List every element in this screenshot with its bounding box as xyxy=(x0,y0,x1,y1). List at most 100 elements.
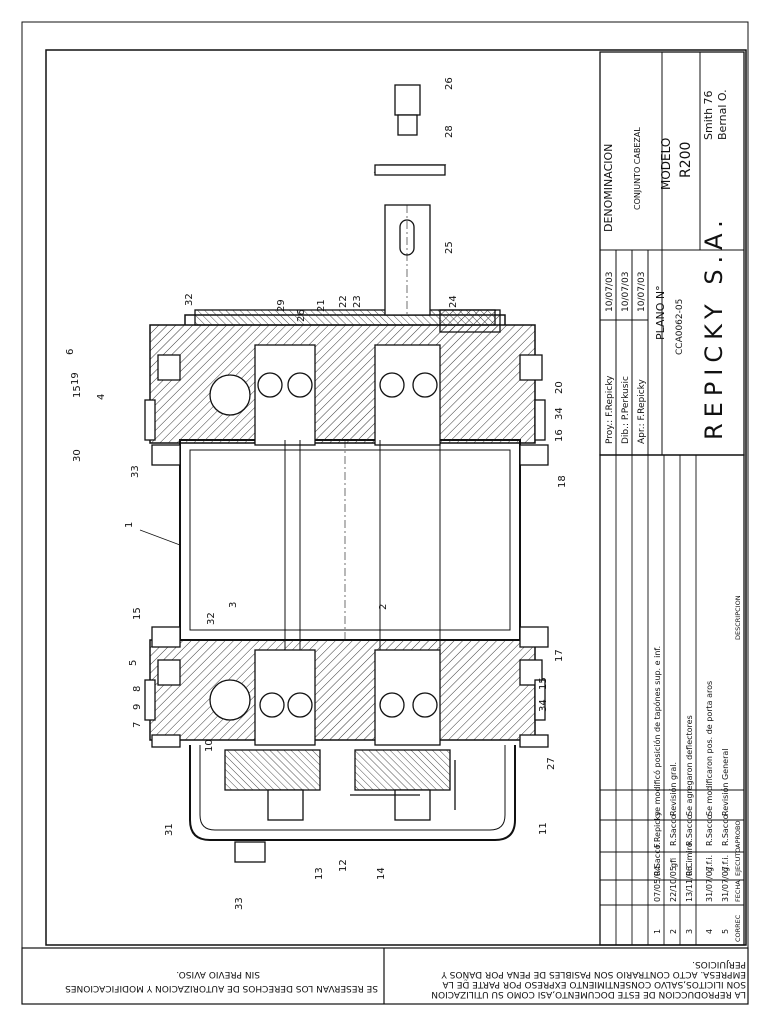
rev-desc: Se modificaron pos. de porta aros xyxy=(705,681,714,816)
callout-34b: 34 xyxy=(538,699,549,712)
rev-mark: 3 xyxy=(685,929,694,934)
rev-desc: Revisión General xyxy=(720,748,730,816)
callout-19: 19 xyxy=(70,372,81,385)
sig-proy-date: 10/07/03 xyxy=(605,272,615,312)
rev-ejecuto: gfi xyxy=(669,858,678,868)
callout-16: 16 xyxy=(554,429,565,442)
callout-7: 7 xyxy=(132,722,143,728)
modelo-label: MODELO xyxy=(659,138,673,190)
modelo-value: R200 xyxy=(678,142,694,178)
callout-14: 14 xyxy=(376,867,387,880)
callout-9: 9 xyxy=(132,704,143,710)
rev-mark: 4 xyxy=(705,929,714,934)
hdr-ejecuto: EJECUTO xyxy=(734,847,742,876)
rev-aprobo: R.Sacco xyxy=(705,814,714,846)
address-line2: Bernal O. xyxy=(716,89,729,140)
rev-desc: Se agregaron deflectores xyxy=(685,715,694,816)
rev-mark: 2 xyxy=(669,929,678,934)
revisions-text: CORREC FECHA EJECUTO APROBO DESCRIPCION … xyxy=(652,595,742,942)
callout-32b: 32 xyxy=(206,612,217,625)
rights-line1: SE RESERVAN LOS DERECHOS DE AUTORIZACION… xyxy=(65,983,378,993)
sig-proy: Proy.: F.Repicky xyxy=(605,375,615,444)
housing-body xyxy=(179,439,521,641)
top-flange xyxy=(149,324,536,444)
callout-30: 30 xyxy=(72,449,83,462)
callout-12: 12 xyxy=(338,859,349,872)
bottom-cover xyxy=(189,745,516,841)
rev-mark: 1 xyxy=(653,929,662,934)
inner-border xyxy=(45,49,747,946)
callout-26a: 26 xyxy=(444,77,455,90)
callout-23: 23 xyxy=(352,295,363,308)
rights-line2: SIN PREVIO AVISO. xyxy=(176,969,260,979)
rev-ejecuto: R.Cimiro xyxy=(685,842,694,876)
revisions-table xyxy=(599,454,745,946)
rev-fecha: 13/11/06 xyxy=(685,866,694,902)
callout-11: 11 xyxy=(538,822,549,835)
callout-32a: 32 xyxy=(184,293,195,306)
sig-apr-date: 10/07/03 xyxy=(637,272,647,312)
bearings-bottom xyxy=(254,649,441,746)
hdr-fecha: FECHA xyxy=(734,880,742,902)
rev-fecha: 31/07/07 xyxy=(721,866,730,902)
hdr-correc: CORREC xyxy=(734,914,742,942)
callout-21: 21 xyxy=(316,299,327,312)
callout-22: 22 xyxy=(338,295,349,308)
sig-apr: Apr.: F.Repicky xyxy=(637,378,647,444)
callout-1: 1 xyxy=(124,522,135,528)
rev-desc: se modificó posición de tapónes sup. e i… xyxy=(652,646,662,816)
gear-left xyxy=(224,749,321,791)
title-block xyxy=(599,51,745,456)
callout-15c: 15 xyxy=(538,677,549,690)
callout-10: 10 xyxy=(204,739,215,752)
callout-29: 29 xyxy=(276,299,287,312)
reproduction-line4: PERJUICIOS. xyxy=(692,959,746,969)
callout-15b: 15 xyxy=(72,385,83,398)
rev-ejecuto: g.f.i. xyxy=(721,855,730,872)
rev-aprobo: F.Repicky xyxy=(653,811,662,848)
callout-33b: 33 xyxy=(234,897,245,910)
hdr-descripcion: DESCRIPCION xyxy=(734,595,742,640)
rev-fecha: 22/10/05 xyxy=(669,866,678,902)
address-line1: Smith 76 xyxy=(702,90,715,140)
callout-28: 28 xyxy=(444,125,455,138)
hdr-aprobo: APROBO xyxy=(734,821,742,848)
callout-4: 4 xyxy=(96,394,107,400)
callout-33a: 33 xyxy=(130,465,141,478)
callout-17: 17 xyxy=(554,649,565,662)
rev-ejecuto: R.Sacco xyxy=(653,844,662,876)
callout-5: 5 xyxy=(128,660,139,666)
bottom-flange xyxy=(149,639,536,741)
callout-18: 18 xyxy=(557,475,568,488)
bearings-top xyxy=(254,344,441,446)
callout-15a: 15 xyxy=(132,607,143,620)
callout-31: 31 xyxy=(164,823,175,836)
reproduction-line2: SON ILICITOS,SALVO CONSENTIMIENTO EXPRES… xyxy=(442,979,746,989)
plano-value: CCA0062-05 xyxy=(675,299,685,355)
callout-24: 24 xyxy=(448,295,459,308)
assembly-drawing xyxy=(144,84,549,863)
callout-27: 27 xyxy=(546,757,557,770)
title-block-text: DENOMINACION CONJUNTO CABEZAL MODELO R20… xyxy=(602,89,729,444)
rev-aprobo: R.Sacco xyxy=(685,814,694,846)
denominacion-value: CONJUNTO CABEZAL xyxy=(633,127,642,210)
rev-ejecuto: g.f.i. xyxy=(705,855,714,872)
callouts: 1 2 3 4 5 6 7 8 9 10 11 12 13 14 15 15 1… xyxy=(65,77,568,910)
rev-fecha: 31/07/07 xyxy=(705,866,714,902)
callout-34a: 34 xyxy=(554,407,565,420)
footer-frame xyxy=(21,947,749,1005)
rev-aprobo: R.Sacco xyxy=(669,814,678,846)
rev-mark: 5 xyxy=(721,929,730,934)
rev-fecha: 07/05/04 xyxy=(653,866,662,902)
callout-8: 8 xyxy=(132,686,143,692)
callout-26b: 26 xyxy=(296,309,307,322)
callout-13: 13 xyxy=(314,867,325,880)
plano-label: PLANO N° xyxy=(654,285,667,340)
sig-dib-date: 10/07/03 xyxy=(621,272,631,312)
sig-dib: Dib.: P.Perkusic xyxy=(621,376,631,444)
callout-25: 25 xyxy=(444,241,455,254)
reproduction-line3: EMPRESA. ACTO CONTRARIO SON PASIBLES DE … xyxy=(441,969,746,980)
rev-aprobo: R.Sacco xyxy=(721,814,730,846)
reproduction-line1: LA REPRODUCCION DE ESTE DOCUMENTO,ASI CO… xyxy=(431,989,746,999)
